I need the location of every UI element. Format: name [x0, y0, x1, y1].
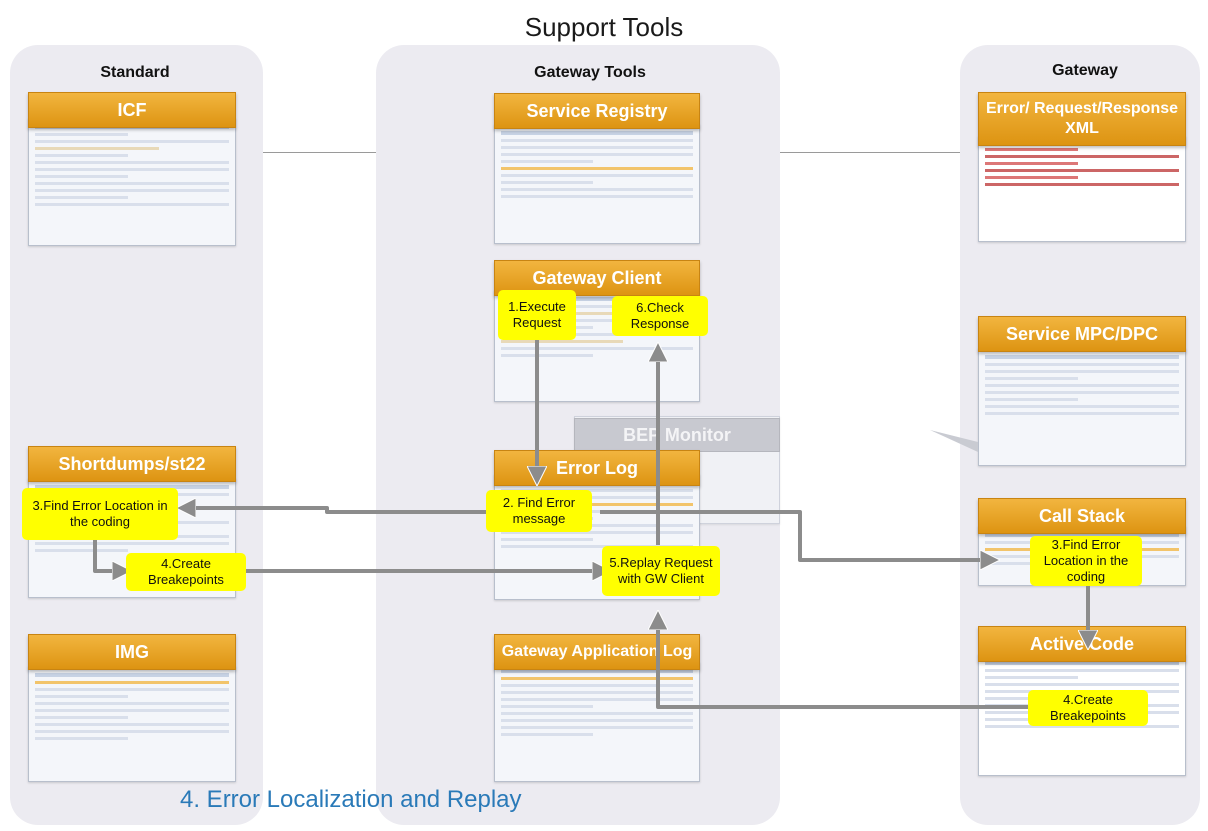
standard-column-title: Standard — [100, 64, 170, 81]
diagram-title: Support Tools — [524, 12, 684, 42]
arrow-error-log-to-call-stack — [600, 510, 990, 560]
step-execute-request: 1.Execute Request — [498, 290, 576, 340]
service-registry-screenshot — [494, 124, 700, 244]
gateway-tools-column-title: Gateway Tools — [534, 64, 646, 81]
call-stack-header: Call Stack — [978, 498, 1186, 534]
arrow-find-location-to-breakpoints-left — [93, 538, 122, 571]
shortdumps-header: Shortdumps/st22 — [28, 446, 236, 482]
step-find-error-message: 2. Find Error message — [486, 490, 592, 532]
icf-header: ICF — [28, 92, 236, 128]
service-registry-header: Service Registry — [494, 93, 700, 129]
mpc-dpc-pointer-shape — [930, 430, 978, 452]
service-mpc-dpc-header: Service MPC/DPC — [978, 316, 1186, 352]
error-xml-screenshot — [978, 136, 1186, 242]
icf-screenshot — [28, 118, 236, 246]
slide-caption: 4. Error Localization and Replay — [180, 786, 522, 813]
step-find-error-location-left: 3.Find Error Location in the coding — [22, 488, 178, 540]
step-replay-request: 5.Replay Request with GW Client — [602, 546, 720, 596]
step-create-breakpoints-left: 4.Create Breakepoints — [126, 553, 246, 591]
step-find-error-location-right: 3.Find Error Location in the coding — [1030, 536, 1142, 586]
divider-line-right — [780, 152, 960, 153]
gateway-application-log-screenshot — [494, 662, 700, 782]
gateway-column-title: Gateway — [1052, 62, 1118, 79]
service-mpc-dpc-screenshot — [978, 348, 1186, 466]
bep-monitor-header: BEP Monitor — [574, 418, 780, 452]
arrow-breakpoints-right-to-replay — [658, 620, 1028, 709]
divider-line-left — [263, 152, 376, 153]
gateway-application-log-header: Gateway Application Log — [494, 634, 700, 670]
error-xml-header: Error/ Request/Response XML — [978, 92, 1186, 146]
img-header: IMG — [28, 634, 236, 670]
step-create-breakpoints-right: 4.Create Breakepoints — [1028, 690, 1148, 726]
img-screenshot — [28, 666, 236, 782]
step-check-response: 6.Check Response — [612, 296, 708, 336]
arrow-error-message-to-shortdumps — [186, 508, 488, 512]
